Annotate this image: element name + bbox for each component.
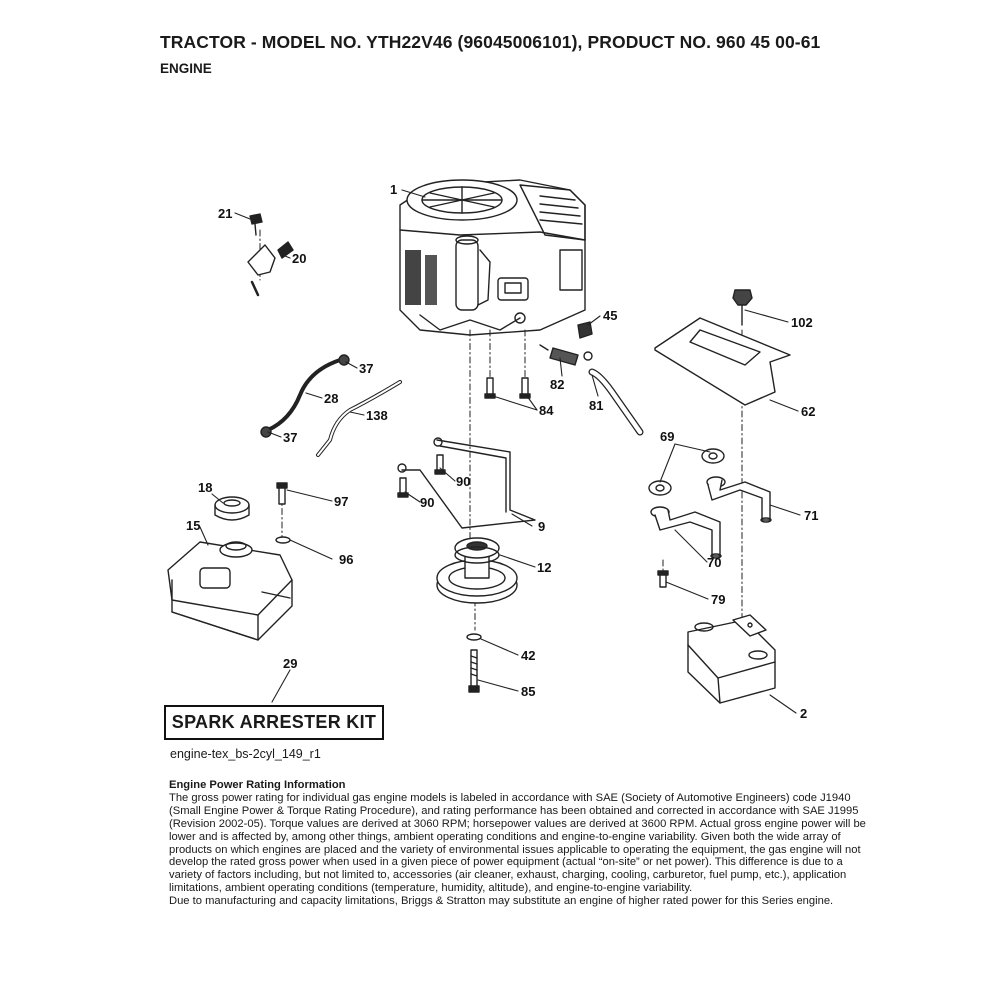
callout-138: 138 bbox=[366, 408, 388, 423]
engine-part bbox=[399, 179, 586, 336]
heat-shield-part bbox=[654, 289, 791, 406]
callout-84: 84 bbox=[539, 403, 554, 418]
callout-1: 1 bbox=[390, 182, 397, 197]
fuel-line-part bbox=[260, 354, 350, 438]
info-body-substitution: Due to manufacturing and capacity limita… bbox=[169, 895, 834, 908]
callout-62: 62 bbox=[801, 404, 815, 419]
fuel-tank-part bbox=[167, 541, 293, 641]
callout-69: 69 bbox=[660, 429, 674, 444]
callout-90-lower: 90 bbox=[420, 495, 434, 510]
callout-28: 28 bbox=[324, 391, 338, 406]
callout-21: 21 bbox=[218, 206, 232, 221]
section-subtitle: ENGINE bbox=[160, 61, 212, 76]
engine-power-rating-info: Engine Power Rating Information The gros… bbox=[169, 779, 869, 908]
info-body: The gross power rating for individual ga… bbox=[169, 791, 866, 895]
callout-71: 71 bbox=[804, 508, 818, 523]
callout-42: 42 bbox=[521, 648, 535, 663]
callout-29: 29 bbox=[283, 656, 297, 671]
bolt-90-part bbox=[397, 454, 446, 498]
callout-12: 12 bbox=[537, 560, 551, 575]
screw-97-part bbox=[276, 482, 288, 505]
fuel-cap-part bbox=[214, 496, 250, 521]
muffler-part bbox=[687, 614, 776, 704]
fuel-filter-part bbox=[539, 344, 593, 366]
callout-97: 97 bbox=[334, 494, 348, 509]
throttle-bracket-part bbox=[247, 213, 294, 297]
belt-guide-part bbox=[397, 437, 536, 529]
exploded-parts-diagram: 1 21 20 45 102 37 28 138 37 82 81 84 62 … bbox=[167, 179, 818, 721]
drawing-file-id: engine-tex_bs-2cyl_149_r1 bbox=[170, 747, 321, 761]
exhaust-manifold-part bbox=[648, 448, 772, 559]
callout-70: 70 bbox=[707, 555, 721, 570]
bolt-85-part bbox=[468, 649, 480, 693]
callout-2: 2 bbox=[800, 706, 807, 721]
bolt-79-part bbox=[657, 570, 669, 588]
info-heading: Engine Power Rating Information bbox=[169, 779, 346, 791]
callout-37-top: 37 bbox=[359, 361, 373, 376]
callout-82: 82 bbox=[550, 377, 564, 392]
page-title: TRACTOR - MODEL NO. YTH22V46 (9604500610… bbox=[160, 32, 821, 52]
callout-37-bottom: 37 bbox=[283, 430, 297, 445]
callout-102: 102 bbox=[791, 315, 813, 330]
callout-79: 79 bbox=[711, 592, 725, 607]
callout-85: 85 bbox=[521, 684, 535, 699]
washer-42-part bbox=[466, 633, 482, 641]
callout-90-upper: 90 bbox=[456, 474, 470, 489]
fitting-part bbox=[577, 321, 593, 339]
callout-18: 18 bbox=[198, 480, 212, 495]
spark-arrester-kit-label: SPARK ARRESTER KIT bbox=[164, 705, 384, 740]
callout-15: 15 bbox=[186, 518, 200, 533]
engine-pulley-part bbox=[436, 537, 518, 604]
callout-20: 20 bbox=[292, 251, 306, 266]
callout-81: 81 bbox=[589, 398, 603, 413]
washer-96-part bbox=[275, 536, 291, 544]
callout-45: 45 bbox=[603, 308, 617, 323]
callout-96: 96 bbox=[339, 552, 353, 567]
bolt-84-part bbox=[484, 377, 531, 399]
callout-9: 9 bbox=[538, 519, 545, 534]
